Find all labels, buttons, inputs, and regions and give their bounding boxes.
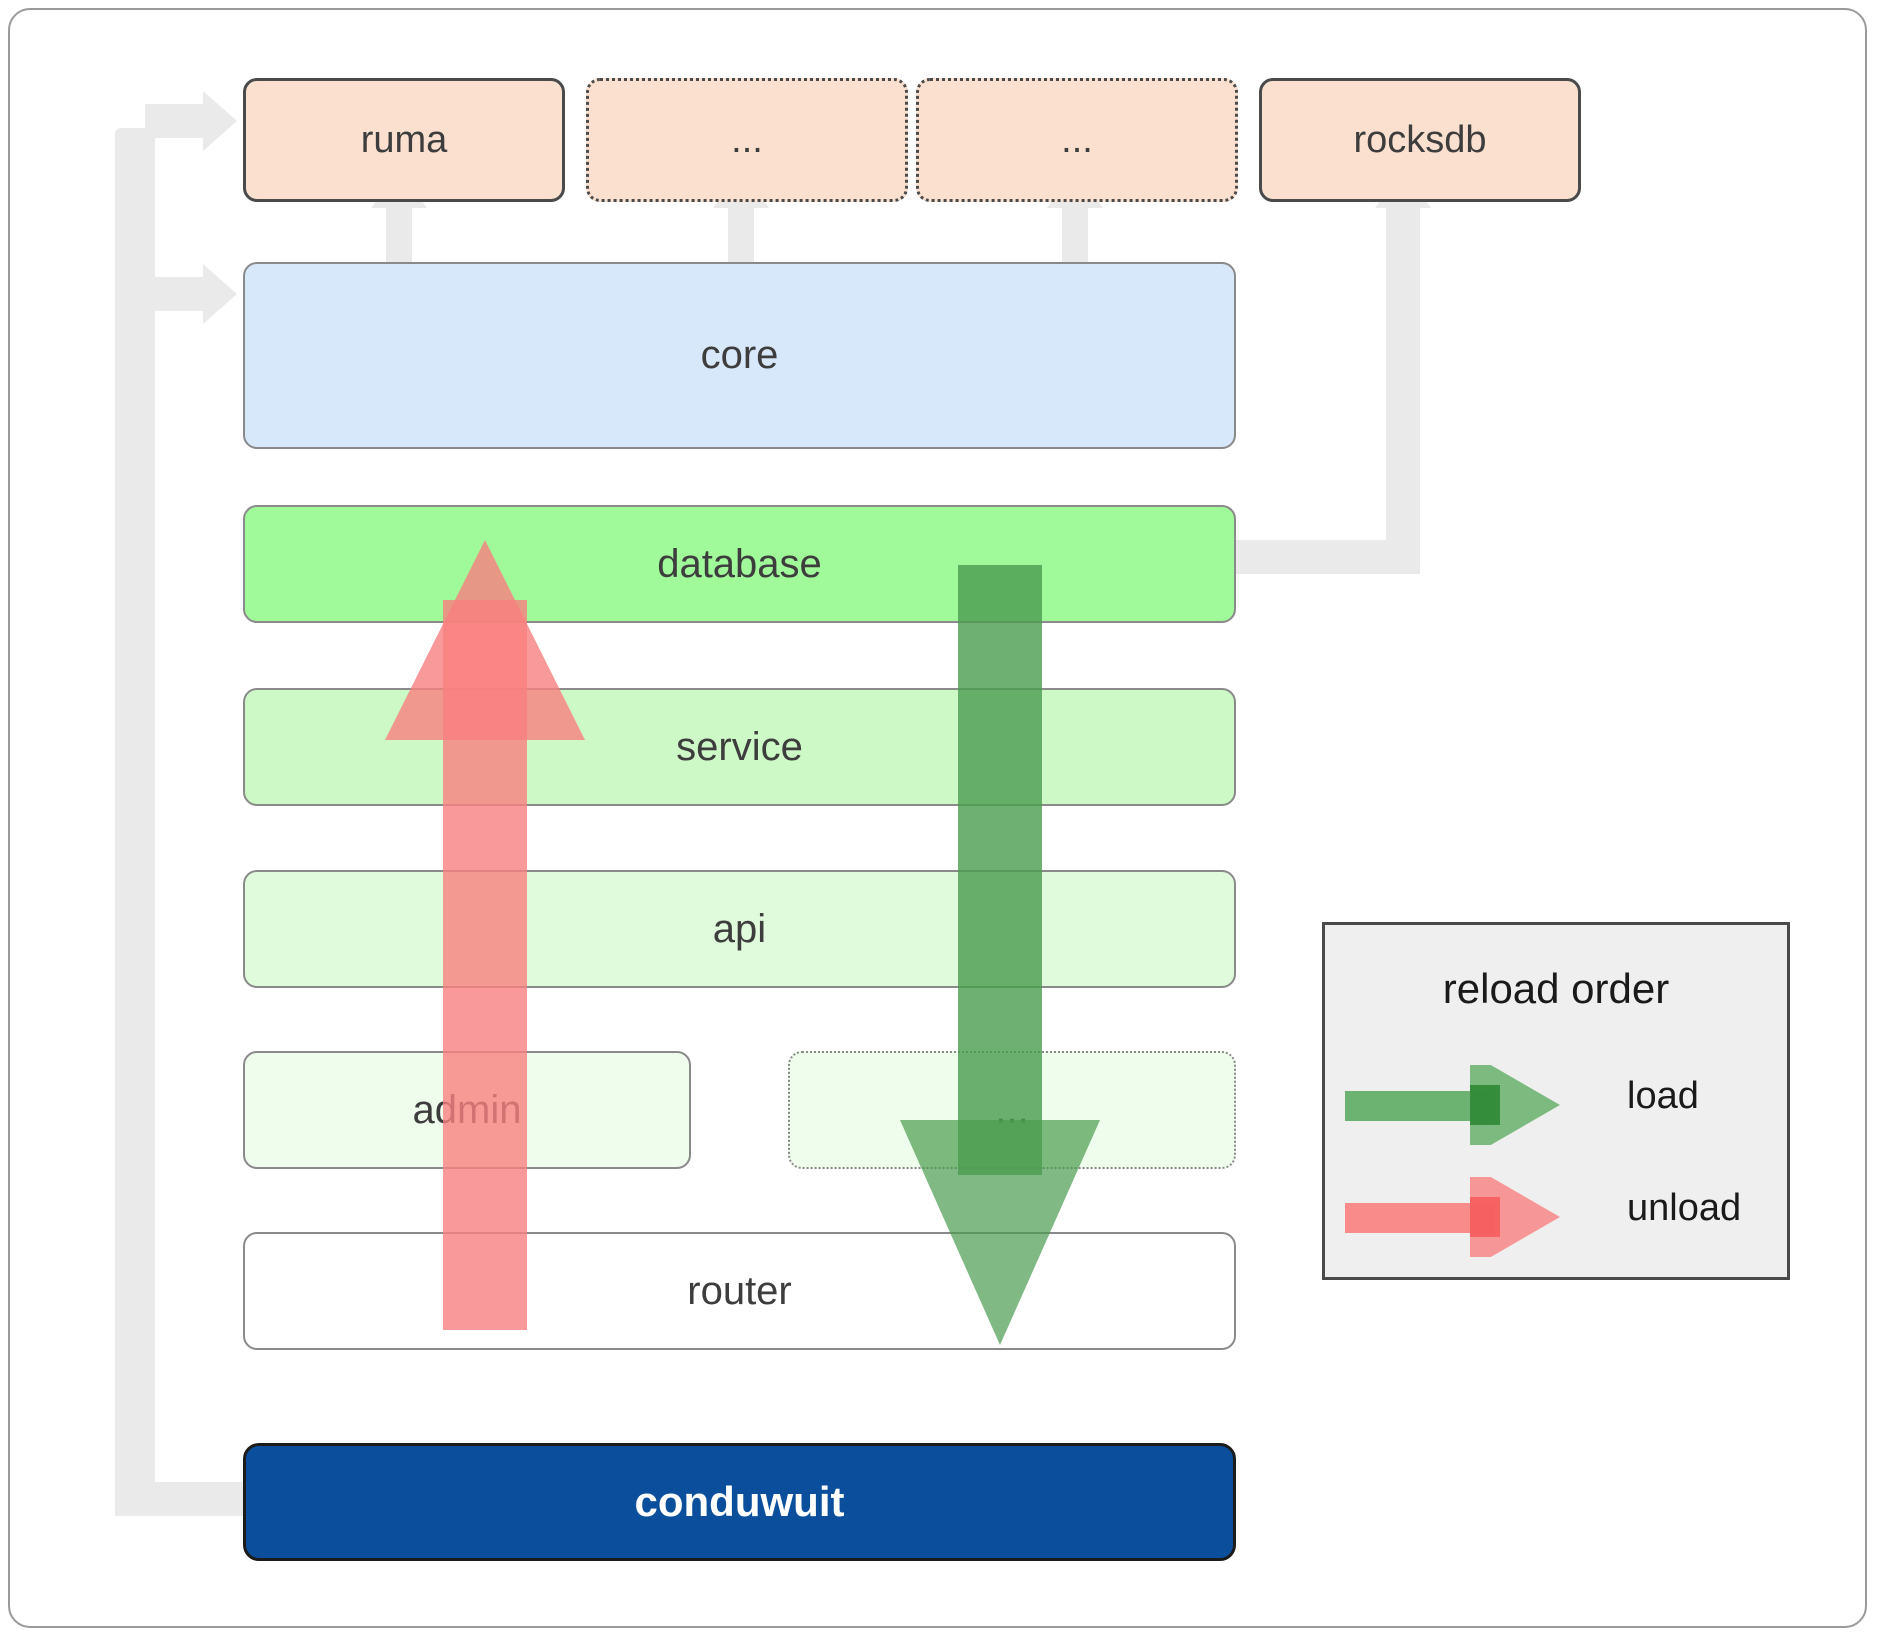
- node-rocksdb[interactable]: rocksdb: [1259, 78, 1581, 202]
- connector-core-to-ruma-shaft: [386, 200, 412, 262]
- node-ruma[interactable]: ruma: [243, 78, 565, 202]
- node-stack-ellipsis-label: ...: [995, 1087, 1029, 1132]
- node-conduwuit[interactable]: conduwuit: [243, 1443, 1236, 1561]
- node-top-ellipsis-1-label: ...: [731, 118, 763, 161]
- node-core-label: core: [700, 333, 779, 377]
- node-top-ellipsis-2-label: ...: [1061, 118, 1093, 161]
- node-service[interactable]: service: [243, 688, 1236, 806]
- node-router-label: router: [687, 1268, 792, 1313]
- node-api[interactable]: api: [243, 870, 1236, 988]
- legend-load-label: load: [1627, 1075, 1699, 1117]
- node-ruma-label: ruma: [360, 118, 448, 161]
- legend-row-load: load: [1325, 1065, 1787, 1145]
- node-database[interactable]: database: [243, 505, 1236, 623]
- node-stack-ellipsis[interactable]: ...: [788, 1051, 1236, 1169]
- connector-trunk-to-conduwuit: [115, 1482, 245, 1516]
- legend-title: reload order: [1442, 965, 1670, 1012]
- connector-core-to-dots2-shaft: [1062, 200, 1088, 262]
- connector-arrowhead-ruma: [203, 91, 237, 151]
- legend-row-unload: unload: [1325, 1177, 1787, 1257]
- node-top-ellipsis-1[interactable]: ...: [586, 78, 908, 202]
- legend-unload-label: unload: [1627, 1187, 1742, 1229]
- node-admin[interactable]: admin: [243, 1051, 691, 1169]
- node-top-ellipsis-2[interactable]: ...: [916, 78, 1238, 202]
- node-router[interactable]: router: [243, 1232, 1236, 1350]
- node-api-label: api: [712, 906, 767, 951]
- node-rocksdb-label: rocksdb: [1353, 118, 1487, 161]
- legend-unload-arrow-icon: [1345, 1177, 1560, 1257]
- node-admin-label: admin: [412, 1087, 522, 1132]
- node-database-label: database: [657, 541, 822, 586]
- node-conduwuit-label: conduwuit: [634, 1478, 845, 1525]
- connector-trunk-vertical: [115, 128, 155, 1513]
- connector-core-to-dots1-shaft: [728, 200, 754, 262]
- node-core[interactable]: core: [243, 262, 1236, 449]
- legend-reload-order: reload order load unload: [1322, 922, 1790, 1280]
- node-service-label: service: [676, 724, 803, 769]
- connector-arrowhead-core: [203, 264, 237, 324]
- diagram-frame: [8, 8, 1867, 1628]
- legend-load-arrow-icon: [1345, 1065, 1560, 1145]
- connector-database-to-rocksdb-vertical: [1386, 200, 1420, 574]
